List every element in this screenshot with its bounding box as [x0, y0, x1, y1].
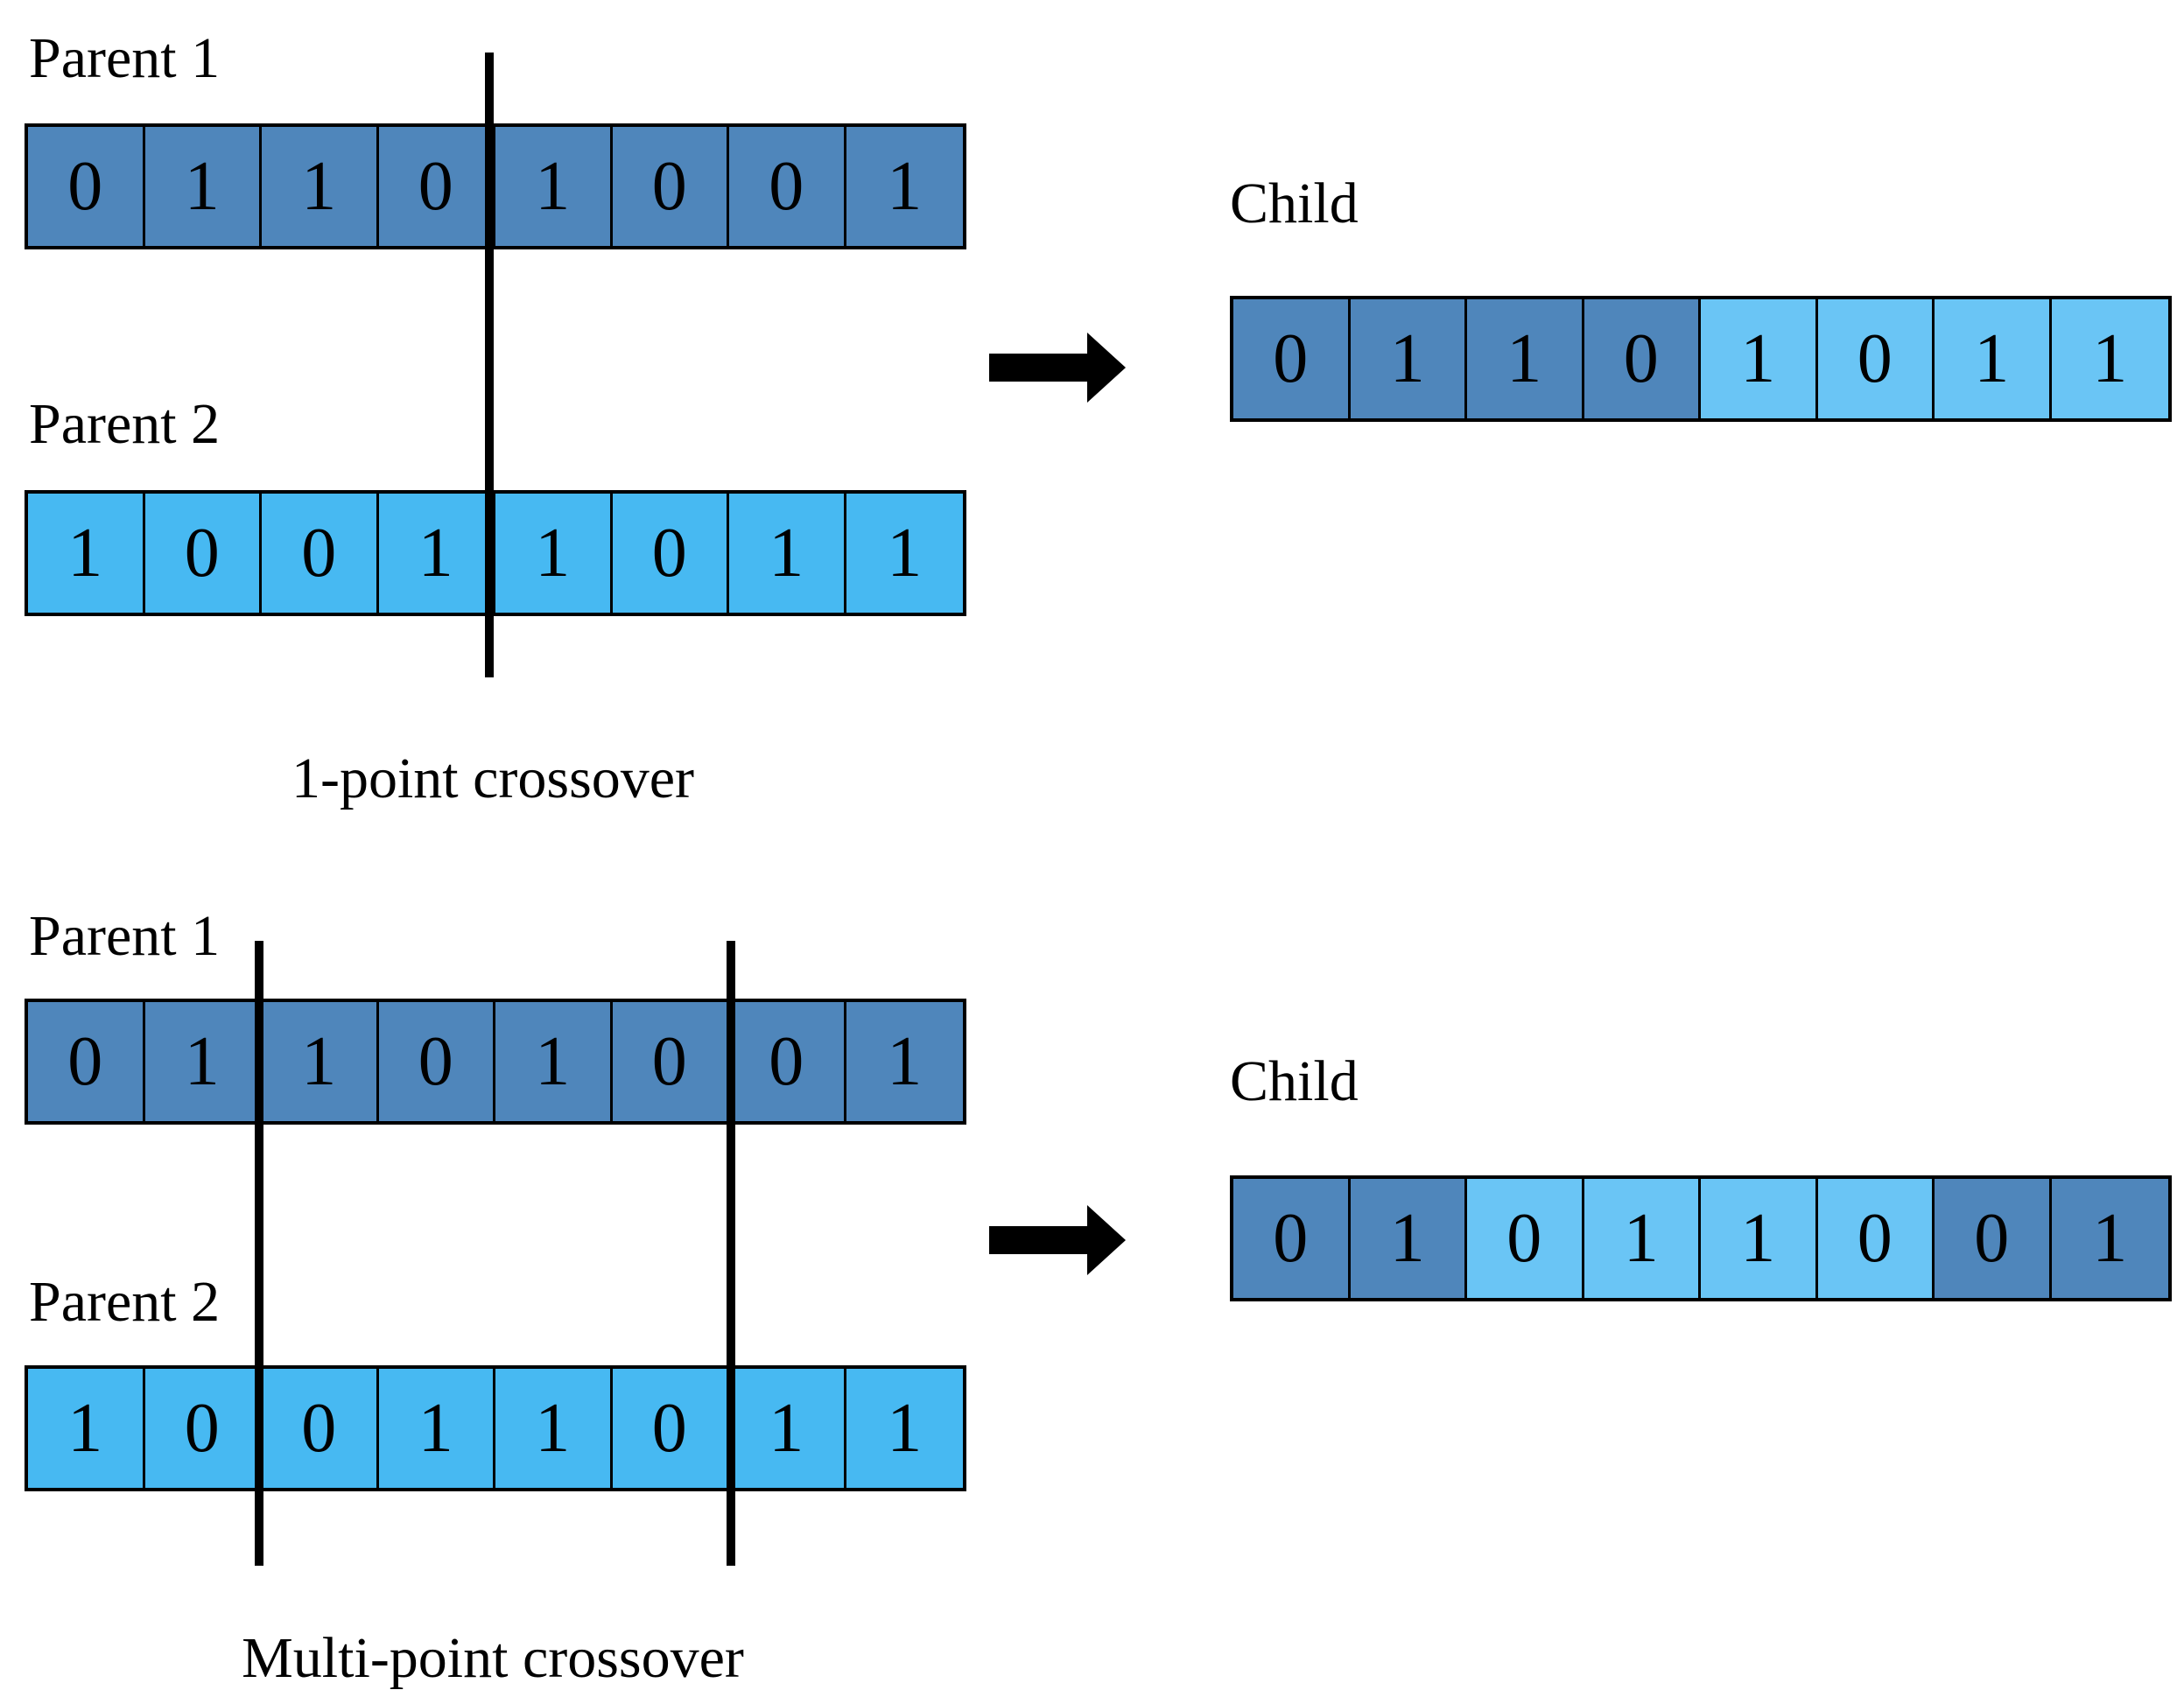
bit-cell: 1	[495, 127, 613, 246]
bit-cell: 0	[378, 127, 495, 246]
one-point-child-row: 0 1 1 0 1 0 1 1	[1230, 296, 2172, 422]
one-point-parent1-label: Parent 1	[29, 26, 221, 90]
bit-cell: 0	[144, 494, 262, 613]
bit-cell: 0	[1817, 299, 1935, 418]
one-point-parent2-row: 1 0 0 1 1 0 1 1	[25, 490, 966, 616]
crossover-point-line	[727, 941, 735, 1566]
bit-cell: 1	[144, 1002, 262, 1121]
bit-cell: 1	[846, 1002, 963, 1121]
crossover-point-line	[255, 941, 263, 1566]
multi-point-parent2-label: Parent 2	[29, 1270, 221, 1334]
bit-cell: 1	[1350, 299, 1467, 418]
multi-point-caption: Multi-point crossover	[242, 1626, 744, 1690]
one-point-caption: 1-point crossover	[291, 747, 695, 810]
bit-cell: 0	[28, 127, 145, 246]
bit-cell: 0	[378, 1002, 495, 1121]
bit-cell: 1	[28, 494, 145, 613]
bit-cell: 0	[1935, 1179, 2052, 1298]
bit-cell: 0	[612, 1369, 729, 1488]
bit-cell: 0	[729, 127, 846, 246]
bit-cell: 1	[2051, 1179, 2168, 1298]
bit-cell: 0	[262, 494, 379, 613]
bit-cell: 1	[1701, 299, 1818, 418]
bit-cell: 0	[1584, 299, 1701, 418]
bit-cell: 1	[1350, 1179, 1467, 1298]
bit-cell: 0	[1233, 1179, 1351, 1298]
bit-cell: 0	[1467, 1179, 1584, 1298]
bit-cell: 0	[1817, 1179, 1935, 1298]
bit-cell: 1	[495, 494, 613, 613]
bit-cell: 0	[612, 1002, 729, 1121]
multi-point-parent2-row: 1 0 0 1 1 0 1 1	[25, 1365, 966, 1491]
bit-cell: 1	[846, 127, 963, 246]
bit-cell: 1	[28, 1369, 145, 1488]
bit-cell: 1	[262, 1002, 379, 1121]
bit-cell: 0	[612, 127, 729, 246]
bit-cell: 1	[729, 1369, 846, 1488]
bit-cell: 1	[1935, 299, 2052, 418]
one-point-parent2-label: Parent 2	[29, 392, 221, 456]
multi-point-parent1-label: Parent 1	[29, 904, 221, 968]
bit-cell: 0	[144, 1369, 262, 1488]
bit-cell: 1	[495, 1002, 613, 1121]
bit-cell: 1	[378, 1369, 495, 1488]
bit-cell: 1	[262, 127, 379, 246]
bit-cell: 1	[729, 494, 846, 613]
bit-cell: 1	[2051, 299, 2168, 418]
right-arrow-icon	[989, 333, 1126, 403]
one-point-child-label: Child	[1230, 172, 1359, 235]
bit-cell: 0	[262, 1369, 379, 1488]
bit-cell: 1	[1701, 1179, 1818, 1298]
right-arrow-icon	[989, 1205, 1126, 1275]
bit-cell: 1	[378, 494, 495, 613]
multi-point-parent1-row: 0 1 1 0 1 0 0 1	[25, 999, 966, 1125]
bit-cell: 0	[28, 1002, 145, 1121]
bit-cell: 1	[1584, 1179, 1701, 1298]
bit-cell: 1	[846, 494, 963, 613]
bit-cell: 0	[612, 494, 729, 613]
multi-point-child-label: Child	[1230, 1049, 1359, 1113]
bit-cell: 1	[495, 1369, 613, 1488]
bit-cell: 1	[144, 127, 262, 246]
bit-cell: 0	[1233, 299, 1351, 418]
bit-cell: 1	[846, 1369, 963, 1488]
multi-point-child-row: 0 1 0 1 1 0 0 1	[1230, 1175, 2172, 1301]
bit-cell: 1	[1467, 299, 1584, 418]
bit-cell: 0	[729, 1002, 846, 1121]
crossover-point-line	[485, 53, 494, 677]
one-point-parent1-row: 0 1 1 0 1 0 0 1	[25, 123, 966, 249]
